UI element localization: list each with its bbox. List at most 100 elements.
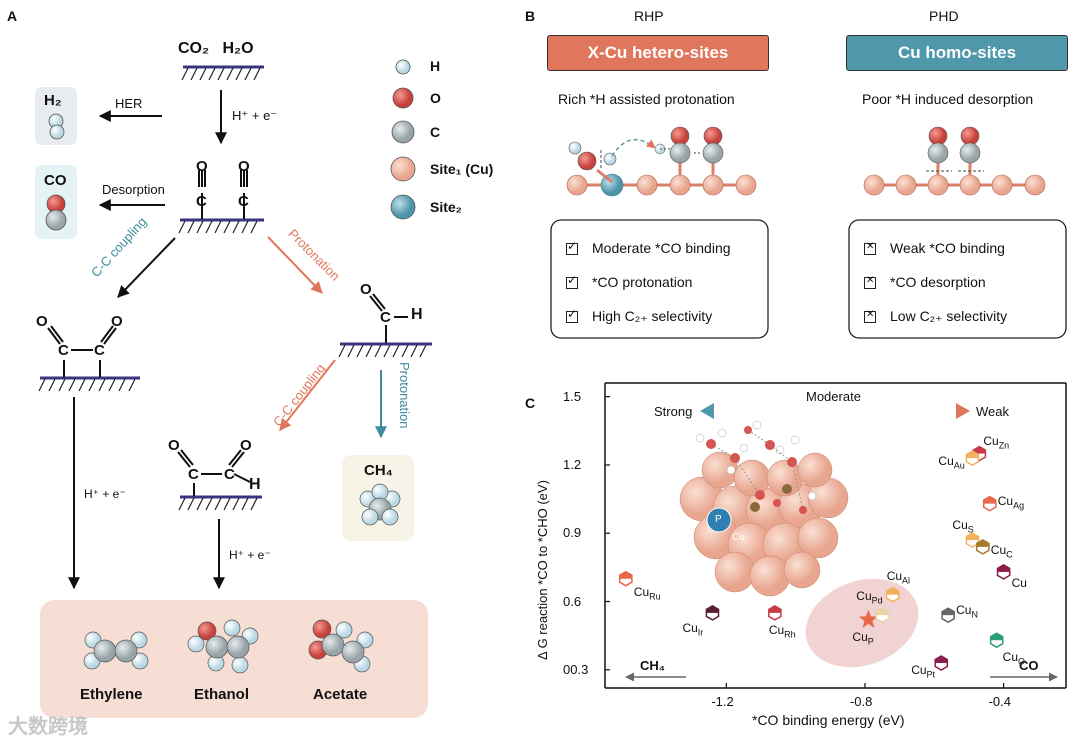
acetate-molecule-icon (308, 619, 374, 673)
chart-axes (604, 382, 1067, 689)
phd-check-3: ✕Low C₂₊ selectivity (864, 308, 1008, 324)
point-label-cu: Cu (1011, 575, 1027, 590)
panel-b-letter: B (525, 8, 536, 24)
panel-a-letter: A (7, 8, 18, 24)
data-point-cuau (965, 450, 980, 466)
h-plus-label-1: H⁺ + e⁻ (232, 108, 278, 123)
her-label: HER (115, 96, 143, 111)
rhp-check-2: ✓*CO protonation (566, 273, 693, 290)
strong-label: Strong (654, 404, 693, 419)
c-symbol: C (224, 466, 235, 483)
rhp-header: X-Cu hetero-sites (547, 35, 769, 71)
cu-atom-label: Cu (732, 532, 745, 543)
arrow-protonation-1 (267, 236, 323, 294)
co-product-label: CO (44, 172, 67, 189)
c-symbol: C (188, 466, 199, 483)
point-label-cup: CuP (852, 629, 874, 647)
y-tick-label: 1.5 (563, 388, 582, 404)
phd-subtitle: Poor *H induced desorption (862, 91, 1034, 107)
legend-site2-label: Site₂ (430, 199, 462, 215)
phd-check-1: ✕Weak *CO binding (864, 240, 1005, 256)
chart-ticks (605, 396, 1005, 688)
surface-coch (177, 449, 262, 511)
h-plus-label-3: H⁺ + e⁻ (229, 548, 271, 562)
phd-header: Cu homo-sites (846, 35, 1068, 71)
data-point-cupd (875, 607, 890, 624)
checkmark-icon: ✓ (566, 239, 578, 255)
data-point-cupt (934, 655, 949, 671)
legend-o-label: O (430, 90, 441, 106)
c-symbol: C (380, 309, 391, 326)
cross-icon: ✕ (864, 275, 876, 289)
c-symbol: C (94, 342, 105, 359)
point-label-curu: CuRu (633, 584, 661, 602)
legend-o-icon (392, 87, 414, 109)
point-label-cus: CuS (952, 518, 974, 535)
data-point-cun (941, 607, 955, 624)
p-atom-label: P (715, 514, 722, 525)
coch-h-label: H (249, 476, 261, 493)
point-label-cuag: CuAg (997, 493, 1025, 511)
x-tick-label: -1.2 (711, 694, 734, 709)
cho-h-label: H (411, 306, 423, 323)
h-plus-label-2: H⁺ + e⁻ (84, 487, 126, 501)
o-symbol: O (196, 158, 208, 175)
ethanol-label: Ethanol (194, 686, 249, 703)
data-point-cuag (982, 495, 997, 512)
y-tick-label: 1.2 (563, 456, 582, 472)
h-atom-icon (49, 124, 65, 140)
phd-features-box (848, 219, 1067, 339)
phd-title: PHD (929, 8, 959, 24)
x-tick-label: -0.8 (849, 694, 873, 709)
rhp-subtitle: Rich *H assisted protonation (558, 91, 735, 107)
y-tick-label: 0.9 (563, 525, 582, 541)
ch4-label: CH₄ (364, 462, 393, 479)
phd-surface-illustration (863, 126, 1046, 196)
cross-icon: ✕ (864, 241, 876, 255)
legend-h-icon (395, 59, 411, 75)
point-label-cuir: CuIr (682, 620, 704, 638)
x-tick-label: -0.4 (988, 694, 1011, 709)
cross-icon: ✕ (864, 309, 876, 323)
arrow-cc-coupling (117, 237, 176, 298)
legend-c-icon (391, 120, 415, 144)
data-point-cuo (989, 632, 1004, 649)
point-label-cupt: CuPt (911, 662, 936, 680)
arrow-cc-coupling-2 (279, 359, 336, 431)
surface-cho (338, 293, 432, 358)
legend-h-label: H (430, 58, 441, 74)
checkmark-icon: ✓ (566, 273, 578, 289)
desorption-label: Desorption (102, 182, 165, 197)
o-symbol: O (168, 437, 180, 454)
data-point-cu (996, 564, 1011, 580)
checkmark-icon: ✓ (566, 307, 578, 323)
o-symbol: O (360, 281, 372, 298)
ethylene-label: Ethylene (80, 686, 143, 703)
rhp-title: RHP (634, 8, 664, 24)
y-tick-label: 00.3 (563, 661, 589, 677)
legend-site1-label: Site₁ (Cu) (430, 161, 494, 177)
surface-cc-coupled (38, 325, 140, 392)
c-atom-icon (45, 209, 67, 231)
legend-site2-icon (390, 194, 416, 220)
point-label-cuc: CuC (990, 542, 1013, 560)
legend-c-label: C (430, 124, 441, 140)
data-point-cuc (975, 539, 990, 555)
data-point-cuir (705, 605, 720, 621)
o-symbol: O (238, 158, 250, 175)
watermark: 大数跨境 (8, 716, 88, 738)
point-label-cuzn: CuZn (983, 433, 1010, 450)
point-label-cupd: CuPd (856, 589, 883, 606)
weak-label: Weak (976, 404, 1009, 419)
protonation-label-2: Protonation (397, 362, 412, 429)
surface-co-adsorbed (178, 170, 264, 234)
acetate-label: Acetate (313, 686, 368, 703)
rhp-check-3: ✓High C₂₊ selectivity (566, 307, 713, 324)
data-point-curh (768, 605, 782, 621)
x-axis-label: *CO binding energy (eV) (752, 712, 905, 728)
data-point-cup (858, 609, 878, 628)
point-label-curh: CuRh (768, 622, 796, 640)
ethanol-molecule-icon (187, 619, 259, 674)
legend-site1-icon (390, 156, 416, 182)
methane-molecule-icon (359, 483, 401, 526)
